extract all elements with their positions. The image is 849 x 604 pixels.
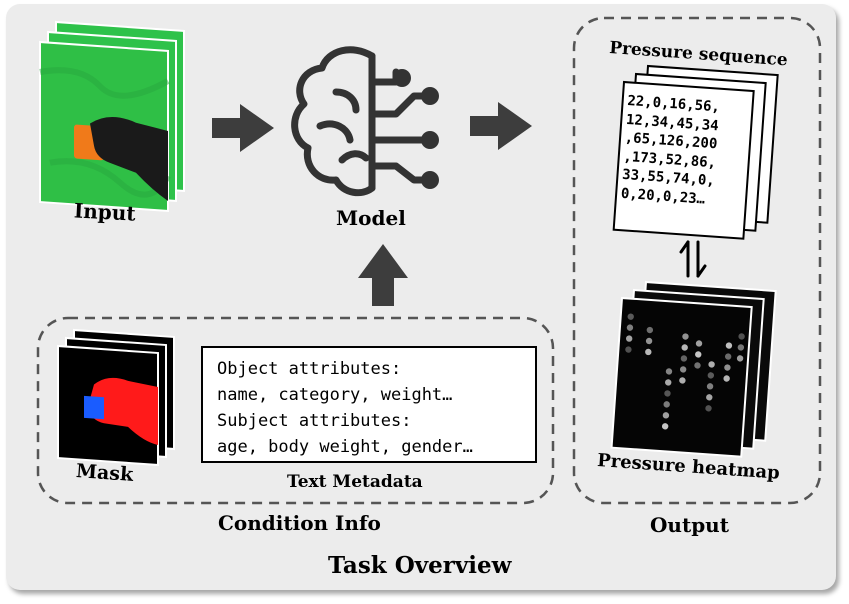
heatmap-dot: [725, 342, 733, 349]
heatmap-dot: [738, 333, 745, 340]
heatmap-dot: [695, 351, 702, 358]
heatmap-dot: [723, 375, 730, 382]
hand-mask-region: [88, 377, 158, 445]
pressure-heatmap-stack: [610, 280, 777, 458]
heatmap-dot: [694, 362, 701, 369]
input-frame-stack: [39, 20, 185, 213]
heatmap-dot: [705, 405, 712, 412]
condition-info-label: Condition Info: [218, 511, 381, 535]
heatmap-dot: [724, 364, 731, 371]
heatmap-dot: [645, 337, 653, 345]
heatmap-dot: [706, 383, 714, 390]
heatmap-dot: [679, 377, 686, 384]
text-metadata-line: age, body weight, gender…: [217, 437, 473, 457]
heatmap-dot: [736, 355, 744, 362]
heatmap-dot: [663, 401, 670, 408]
heatmap-dot: [708, 361, 715, 368]
heatmap-dot: [737, 344, 745, 351]
heatmap-dot: [625, 346, 632, 353]
heatmap-dot: [682, 333, 689, 340]
arrow-model-to-output: [470, 102, 532, 150]
heatmap-dot: [681, 344, 688, 351]
arrow-input-to-model: [212, 104, 274, 152]
mask-frame: [57, 344, 159, 467]
text-metadata-line: Subject attributes:: [217, 411, 412, 431]
swap-vertical-arrows-icon: [679, 240, 707, 278]
heatmap-dot: [625, 335, 633, 342]
diagram-title: Task Overview: [328, 552, 512, 579]
heatmap-dot: [662, 412, 670, 419]
heatmap-dot: [706, 394, 713, 401]
heatmap-dot: [695, 340, 703, 347]
heatmap-dot: [679, 366, 687, 373]
input-label: Input: [73, 198, 137, 226]
arrow-condition-to-model: [358, 244, 408, 306]
mask-stack: [57, 328, 175, 467]
heatmap-dot: [724, 353, 732, 360]
heatmap-dot: [664, 390, 671, 397]
text-metadata-label: Text Metadata: [287, 472, 423, 492]
output-label: Output: [650, 513, 729, 537]
heatmap-frame: [610, 296, 753, 458]
pressure-sequence-stack: [612, 64, 779, 240]
input-frame: [39, 40, 171, 213]
gloved-hand: [90, 116, 168, 201]
output-box: [572, 16, 822, 505]
brain-circuit-icon: [291, 46, 428, 197]
text-metadata-line: Object attributes:: [217, 359, 402, 379]
text-metadata-box: Object attributes: name, category, weigh…: [201, 346, 537, 463]
pressure-sequence-values: 22,0,16,56, 12,34,45,34 ,65,126,200 ,173…: [620, 92, 747, 211]
heatmap-dot: [627, 313, 634, 320]
heatmap-dot: [645, 348, 652, 356]
heatmap-dot: [707, 372, 715, 379]
heatmap-dot: [665, 379, 672, 386]
brain-circuit-nodes: [393, 69, 439, 189]
text-metadata-line: name, category, weight…: [217, 385, 453, 405]
heatmap-dot: [665, 368, 673, 375]
condition-info-box: [36, 316, 555, 505]
object-mask-region: [84, 395, 104, 420]
heatmap-dot: [680, 355, 688, 362]
mask-label: Mask: [75, 460, 134, 486]
heatmap-dot: [646, 326, 654, 334]
heatmap-dot: [661, 423, 669, 430]
heatmap-dot: [626, 324, 634, 331]
model-label: Model: [336, 206, 406, 230]
